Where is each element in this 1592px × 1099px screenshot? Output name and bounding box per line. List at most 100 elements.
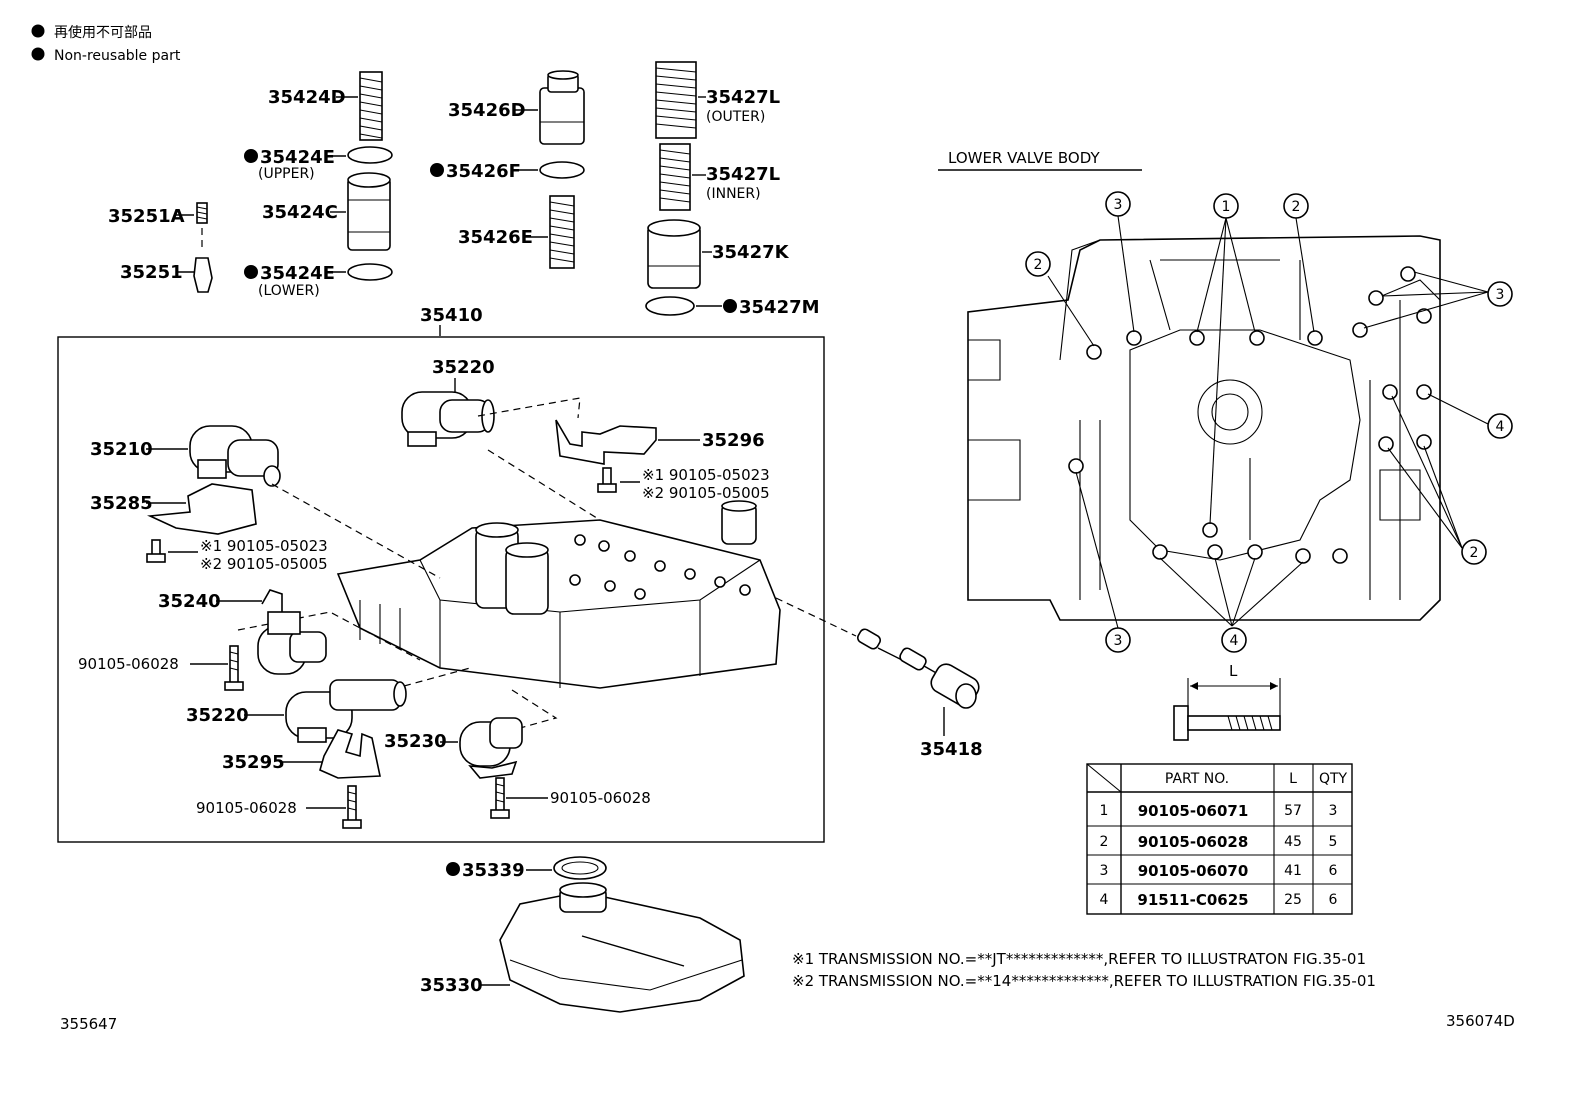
label-inner: (INNER)	[706, 186, 761, 202]
callout-3-bottom: 3	[1105, 627, 1131, 653]
non-reusable-dot-icon	[31, 47, 45, 61]
label-35418: 35418	[920, 739, 983, 760]
table-row-part: 90105-06070	[1138, 862, 1249, 880]
table-row-l: 41	[1284, 863, 1302, 879]
table-row-qty: 6	[1329, 863, 1338, 879]
svg-text:3: 3	[1114, 633, 1123, 649]
table-row-qty: 6	[1329, 892, 1338, 908]
bolt-06028-a	[224, 645, 244, 691]
non-reusable-dot-icon	[31, 24, 45, 38]
label-35427L-outer: 35427L	[706, 87, 780, 108]
non-reusable-dot-icon	[723, 299, 737, 313]
code-left: 355647	[60, 1015, 117, 1033]
footnote-2: ※2 TRANSMISSION NO.=**14*************,RE…	[792, 972, 1376, 990]
callout-4-right: 4	[1487, 413, 1513, 439]
solenoid-35240	[257, 589, 327, 675]
ref1-left: ※1 90105-05023	[200, 537, 328, 555]
dim-L-label: L	[1229, 662, 1238, 680]
table-row-l: 25	[1284, 892, 1302, 908]
label-35426F: 35426F	[446, 161, 521, 182]
label-35210: 35210	[90, 439, 153, 460]
callout-leaders	[1047, 215, 1489, 629]
callout-2-top: 2	[1283, 193, 1309, 219]
label-upper: (UPPER)	[258, 166, 315, 182]
label-35424E-upper: 35424E	[260, 147, 335, 168]
callout-3-topleft: 3	[1105, 191, 1131, 217]
solenoid-35220-top	[401, 391, 495, 447]
label-35427K: 35427K	[712, 242, 790, 263]
code-right: 356074D	[1446, 1012, 1515, 1030]
bracket-35295	[319, 729, 381, 779]
non-reusable-dot-icon	[446, 862, 460, 876]
table-row-qty: 3	[1329, 803, 1338, 819]
bolt-06028-c	[490, 777, 510, 819]
label-35251: 35251	[120, 262, 183, 283]
ref2-left: ※2 90105-05005	[200, 555, 328, 573]
label-outer: (OUTER)	[706, 109, 765, 125]
bolt-top	[597, 467, 617, 493]
label-35424E-lower: 35424E	[260, 263, 335, 284]
table-header-l: L	[1289, 771, 1297, 787]
footnote-1: ※1 TRANSMISSION NO.=**JT*************,RE…	[792, 950, 1366, 968]
label-35330: 35330	[420, 975, 483, 996]
label-35424C: 35424C	[262, 202, 338, 223]
solenoid-35210	[189, 425, 281, 487]
svg-text:3: 3	[1114, 197, 1123, 213]
bolt-table: PART NO. L QTY 1 90105-06071 57 3 2 9010…	[1086, 763, 1353, 915]
sleeve-35424C	[347, 172, 391, 251]
strainer-35330	[499, 882, 745, 1013]
callout-2-right: 2	[1461, 539, 1487, 565]
callout-4-bottom: 4	[1221, 627, 1247, 653]
label-bolt-06028-a: 90105-06028	[78, 655, 179, 673]
label-35427M: 35427M	[739, 297, 820, 318]
svg-text:2: 2	[1292, 199, 1301, 215]
label-35426D: 35426D	[448, 100, 526, 121]
label-35295: 35295	[222, 752, 285, 773]
label-35427L-inner: 35427L	[706, 164, 780, 185]
label-35426E: 35426E	[458, 227, 533, 248]
bracket-35285	[146, 483, 257, 535]
harness-35418	[857, 628, 980, 709]
table-row-l: 57	[1284, 803, 1302, 819]
svg-text:4: 4	[1496, 419, 1505, 435]
label-35240: 35240	[158, 591, 221, 612]
valve-body-35410	[336, 500, 781, 689]
ref1-top: ※1 90105-05023	[642, 466, 770, 484]
legend-en: Non-reusable part	[54, 48, 181, 64]
bolt-length-diagram	[1173, 678, 1281, 741]
spring-35427L-outer	[655, 61, 697, 139]
svg-text:3: 3	[1496, 287, 1505, 303]
table-row-l: 45	[1284, 834, 1302, 850]
label-bolt-06028-c: 90105-06028	[550, 789, 651, 807]
svg-text:4: 4	[1230, 633, 1239, 649]
bolt-06028-b	[342, 785, 362, 829]
label-35285: 35285	[90, 493, 153, 514]
label-35424D: 35424D	[268, 87, 346, 108]
callout-2-left: 2	[1025, 251, 1051, 277]
table-row-idx: 3	[1100, 863, 1109, 879]
valve-35426D	[539, 70, 585, 145]
callout-1: 1	[1213, 193, 1239, 219]
lower-valve-body-drawing	[967, 235, 1441, 621]
table-header-qty: QTY	[1319, 771, 1348, 787]
label-lower: (LOWER)	[258, 283, 320, 299]
table-header-part: PART NO.	[1165, 771, 1229, 787]
svg-text:1: 1	[1222, 199, 1231, 215]
oring-35424E-lower	[347, 263, 393, 281]
label-35220-top: 35220	[432, 357, 495, 378]
lower-valve-body-title: LOWER VALVE BODY	[948, 149, 1100, 167]
solenoid-35230	[459, 717, 523, 779]
ref2-top: ※2 90105-05005	[642, 484, 770, 502]
solenoid-35220-bottom	[285, 679, 407, 743]
table-row-part: 91511-C0625	[1137, 891, 1248, 909]
label-35410: 35410	[420, 305, 483, 326]
non-reusable-dot-icon	[244, 149, 258, 163]
assembly-box-35410	[57, 336, 825, 843]
legend-jp: 再使用不可部品	[54, 24, 152, 41]
table-row-idx: 2	[1100, 834, 1109, 850]
callout-3-right: 3	[1487, 281, 1513, 307]
svg-text:2: 2	[1034, 257, 1043, 273]
spring-35251A	[196, 202, 208, 250]
label-35220-bottom: 35220	[186, 705, 249, 726]
